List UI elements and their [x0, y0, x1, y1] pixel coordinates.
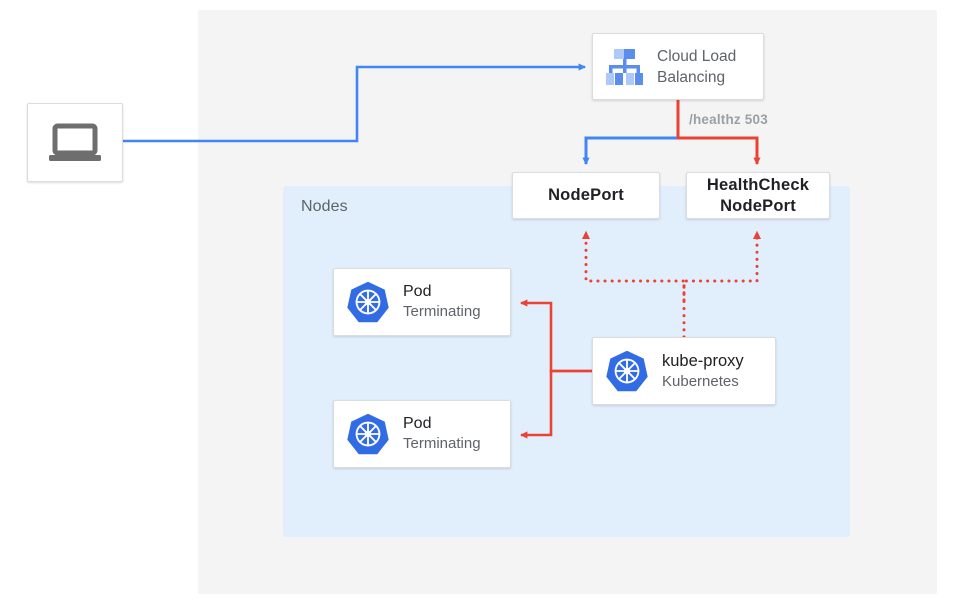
cloud-load-balancing-label: Cloud Load Balancing [657, 46, 736, 88]
pod-card-1[interactable]: Pod Terminating [333, 268, 511, 336]
healthcheck-nodeport-label-line1: HealthCheck [706, 175, 810, 194]
healthcheck-nodeport-label: HealthCheck NodePort [707, 175, 809, 217]
pod-card-2[interactable]: Pod Terminating [333, 400, 511, 468]
pod-1-title: Pod [403, 283, 432, 300]
kubernetes-icon [347, 413, 389, 455]
laptop-icon [49, 123, 101, 161]
kube-proxy-title: kube-proxy [662, 351, 744, 370]
pod-2-text: Pod Terminating [403, 414, 481, 454]
healthcheck-nodeport-label-line2: NodePort [720, 196, 796, 215]
nodes-label: Nodes [301, 198, 348, 215]
nodeport-card[interactable]: NodePort [512, 172, 660, 219]
pod-2-status: Terminating [403, 435, 481, 452]
nodeport-label-line1: NodePort [548, 186, 624, 204]
pod-1-status: Terminating [403, 303, 481, 320]
kube-proxy-subtitle: Kubernetes [662, 372, 739, 390]
healthz-status-label: /healthz 503 [689, 112, 768, 127]
pod-1-text: Pod Terminating [403, 282, 481, 322]
pod-2-title: Pod [403, 415, 432, 432]
kube-proxy-text: kube-proxy Kubernetes [662, 351, 744, 392]
client-device-card[interactable] [27, 103, 123, 182]
kubernetes-icon [347, 281, 389, 323]
nodeport-label: NodePort [548, 185, 624, 206]
cloud-load-balancing-title-line2: Balancing [657, 68, 726, 86]
kubernetes-icon [606, 350, 648, 392]
cloud-load-balancing-icon [606, 48, 643, 85]
healthcheck-nodeport-card[interactable]: HealthCheck NodePort [686, 172, 830, 219]
cloud-load-balancing-card[interactable]: Cloud Load Balancing [592, 33, 764, 100]
cloud-load-balancing-title-line1: Cloud Load [657, 47, 737, 65]
kube-proxy-card[interactable]: kube-proxy Kubernetes [592, 337, 776, 405]
